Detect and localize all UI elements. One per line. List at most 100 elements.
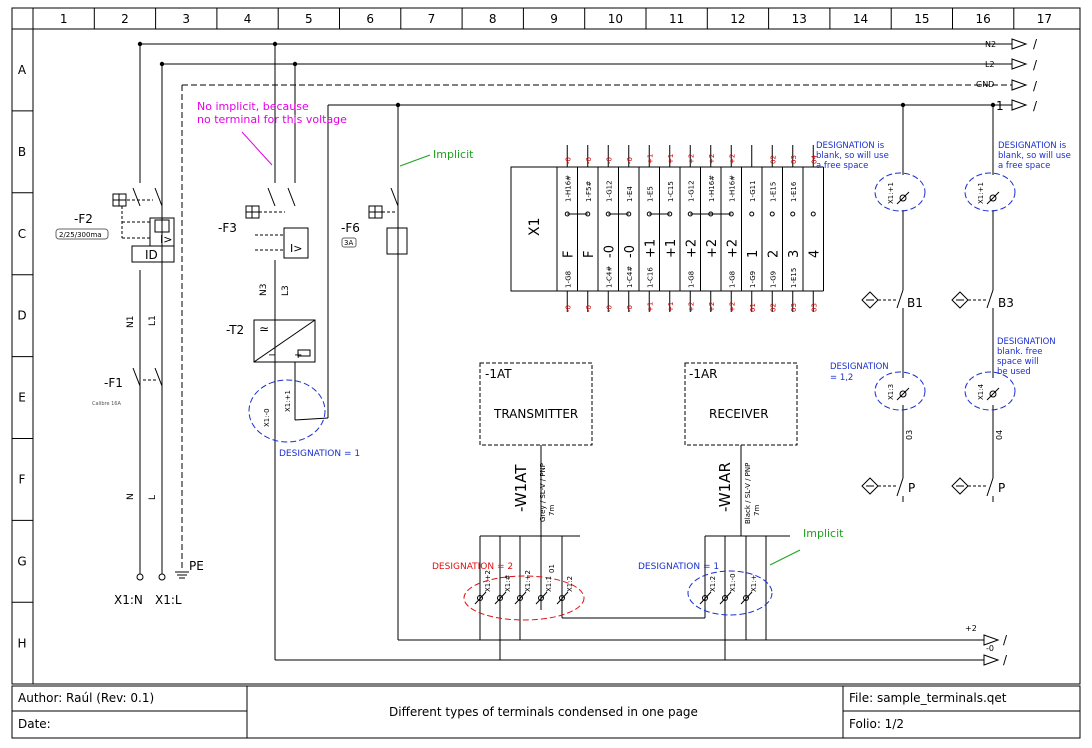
column-number: 5	[305, 12, 313, 26]
blank2-note-b: blank, so will use	[998, 151, 1071, 161]
strip-lower-label: 1-C4#	[626, 266, 634, 288]
strip-lower-label: 1-G8	[564, 271, 572, 288]
t2-plus: +	[294, 350, 302, 361]
column-number: 2	[121, 12, 129, 26]
blank1-note-b: blank, so will use	[816, 151, 889, 161]
footer-file: File: sample_terminals.qet	[849, 691, 1007, 705]
b3-top-term: X1:+1	[977, 182, 985, 204]
strip-upper-label: 1-H16#	[564, 175, 572, 202]
g-terminal	[538, 595, 544, 601]
strip-mid-label: +2	[725, 239, 740, 258]
transmitter-box	[479, 362, 593, 446]
bus-slash-a: /	[1033, 37, 1038, 51]
wire-n3: N3	[259, 284, 269, 296]
footer-date: Date:	[18, 717, 51, 731]
f1-rating: Calibre 16A	[92, 401, 121, 407]
strip-upper-label: 1-E16	[790, 181, 798, 202]
transmitter-tag: -1AT	[485, 367, 512, 381]
x1-terminal-strip: -01-H16#F1-G8-0-01-F5#F-0-01-G12-01-C4#-…	[557, 145, 824, 312]
blank3-note-a: DESIGNATION	[997, 337, 1056, 347]
sensor-switches	[861, 289, 994, 502]
column-number: 7	[428, 12, 436, 26]
strip-top-label: -0	[564, 157, 572, 164]
f2-breaker	[112, 183, 175, 270]
t2-minus: −	[268, 350, 276, 361]
t2-designation-circle	[248, 379, 326, 443]
g-terminal-label: X1:-0	[729, 573, 737, 592]
pe-ground-symbol	[175, 571, 189, 579]
g-terminal-slash	[535, 591, 548, 605]
strip-mid-label: +2	[705, 239, 720, 258]
strip-top-label: +1	[667, 154, 675, 164]
implicit-top-note: Implicit	[433, 148, 474, 161]
w1at-cable: Grey / SL-V / PNP	[539, 463, 547, 522]
strip-top-label: -0	[585, 157, 593, 164]
bus-label-gnd: GND	[976, 80, 994, 89]
power-buses	[139, 43, 1012, 661]
b3-mid-circle	[964, 371, 1016, 411]
column-number: 10	[608, 12, 623, 26]
strip-mid-label: 3	[787, 250, 802, 258]
f3-breaker	[245, 187, 309, 259]
g-terminal-label: X1:2	[709, 576, 717, 592]
sheet-frame	[11, 7, 1081, 685]
row-letter: H	[17, 636, 26, 650]
g-terminal	[702, 595, 708, 601]
strip-bottom-label: +2	[687, 302, 695, 312]
no-implicit-note-2: no terminal for this voltage	[197, 113, 347, 126]
g-terminal-label: X1:1	[545, 576, 553, 592]
column-number: 15	[914, 12, 929, 26]
column-number: 8	[489, 12, 497, 26]
receiver-name: RECEIVER	[709, 407, 769, 421]
strip-mid-label: 4	[807, 250, 822, 258]
wire-n: N	[126, 493, 136, 500]
f2-id: ID	[145, 248, 158, 262]
strip-bottom-label: -0	[626, 305, 634, 312]
b3-top-circle	[964, 172, 1016, 212]
strip-bottom-label: +1	[667, 302, 675, 312]
strip-bottom-label: 01	[749, 303, 757, 312]
g-terminal-slash	[719, 591, 732, 605]
row-letter: A	[18, 63, 27, 77]
w1ar-cable: Black / SL-V / PNP	[744, 463, 752, 524]
x1n-label: X1:N	[114, 593, 143, 607]
strip-top-label: 03	[790, 155, 798, 164]
strip-top-label: +1	[646, 154, 654, 164]
strip-bottom-label: -0	[585, 305, 593, 312]
footer-folio: Folio: 1/2	[849, 717, 904, 731]
strip-terminal-point	[790, 211, 796, 217]
strip-mid-label: +1	[643, 239, 658, 258]
strip-mid-label: 1	[746, 250, 761, 258]
title-block	[11, 685, 1081, 739]
strip-top-label: +2	[728, 154, 736, 164]
footer-title: Different types of terminals condensed i…	[389, 705, 698, 719]
blank3-note-c: space will	[997, 357, 1039, 367]
g-terminal-slash	[740, 591, 753, 605]
strip-bottom-label: +1	[646, 302, 654, 312]
g-terminal-slash	[494, 591, 507, 605]
t2-term-a: X1:+1	[284, 390, 292, 412]
strip-upper-label: 1-E15	[769, 182, 777, 202]
p2-label: P	[998, 481, 1005, 495]
strip-bottom-label: -0	[605, 305, 613, 312]
strip-lower-label: 1-G8	[687, 271, 695, 288]
wire-04: 04	[995, 430, 1004, 440]
g-terminal-label: X1:+2	[524, 570, 532, 592]
strip-upper-label: 1-C15	[667, 181, 675, 202]
blank3-note-b: blank. free	[997, 347, 1042, 357]
strip-bottom-label: 02	[769, 303, 777, 312]
x1l-terminal	[158, 573, 166, 581]
implicit-bottom-leader	[769, 549, 801, 566]
strip-upper-label: 1-E5	[646, 186, 654, 202]
strip-terminal-point	[810, 211, 816, 217]
column-number: 14	[853, 12, 868, 26]
bus-label-n2: N2	[985, 40, 996, 49]
blank2-note-c: a free space	[998, 161, 1050, 171]
pe-label: PE	[189, 559, 204, 573]
b1-top-term: X1:+1	[887, 182, 895, 204]
column-number: 12	[730, 12, 745, 26]
f2-iv: I>	[160, 233, 172, 246]
